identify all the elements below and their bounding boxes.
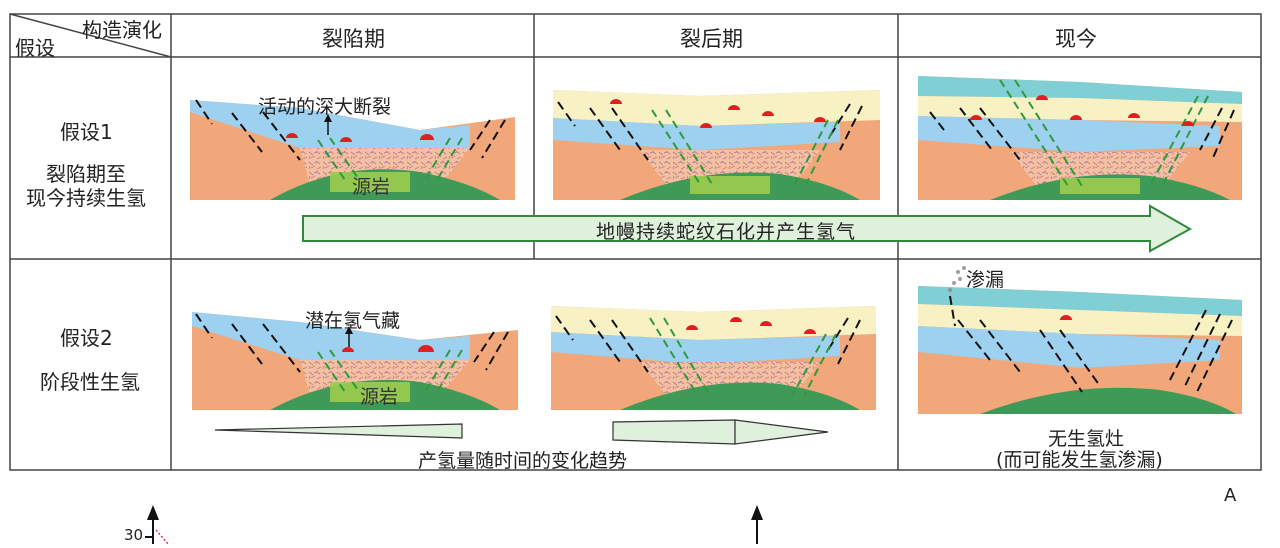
active-fault-annotation: 活动的深大断裂 — [258, 96, 392, 118]
footer-axis — [145, 516, 758, 544]
panel-r2-rift — [192, 312, 518, 410]
panel-letter: A — [1224, 485, 1237, 506]
row2-label-title: 假设2 — [60, 326, 113, 350]
panel-r1-rift — [190, 99, 515, 200]
axis-tick-label: 30 — [124, 526, 144, 544]
panel-r1-present — [918, 76, 1242, 200]
header-col-rift: 裂陷期 — [322, 27, 385, 51]
trend-wedge-postrift-tip — [734, 419, 829, 445]
trend-text: 产氢量随时间的变化趋势 — [418, 450, 628, 472]
seepage-annotation: 渗漏 — [966, 269, 1005, 291]
header-col-postrift: 裂后期 — [680, 27, 743, 51]
header-corner-top: 构造演化 — [82, 18, 162, 42]
panel-r1-postrift — [553, 90, 880, 200]
footer-arrow-right — [751, 505, 763, 520]
row2-source-rock-label: 源岩 — [360, 386, 399, 408]
potential-reservoir-annotation: 潜在氢气藏 — [305, 310, 401, 332]
row1-source-rock-label: 源岩 — [352, 176, 391, 198]
row2-label-line2: 阶段性生氢 — [40, 370, 140, 394]
footer-arrow-left — [147, 505, 159, 520]
no-kitchen-line2: (而可能发生氢渗漏) — [996, 449, 1163, 471]
header-corner-bottom: 假设 — [15, 36, 55, 60]
row1-label-title: 假设1 — [60, 120, 113, 144]
header-diagonal — [9, 13, 172, 58]
row1-label-line2: 裂陷期至 — [46, 162, 126, 186]
panel-r2-present — [918, 266, 1242, 414]
row1-label-line3: 现今持续生氢 — [26, 186, 146, 210]
continuous-generation-text: 地幔持续蛇纹石化并产生氢气 — [596, 221, 857, 243]
header-col-present: 现今 — [1055, 27, 1097, 51]
no-kitchen-line1: 无生氢灶 — [1048, 428, 1125, 450]
footer-curve — [155, 529, 169, 545]
continuous-generation-arrow — [302, 204, 1193, 253]
panel-r2-postrift — [551, 306, 876, 410]
trend-wedge-postrift-body — [612, 419, 736, 445]
trend-wedge-rift — [214, 423, 463, 439]
